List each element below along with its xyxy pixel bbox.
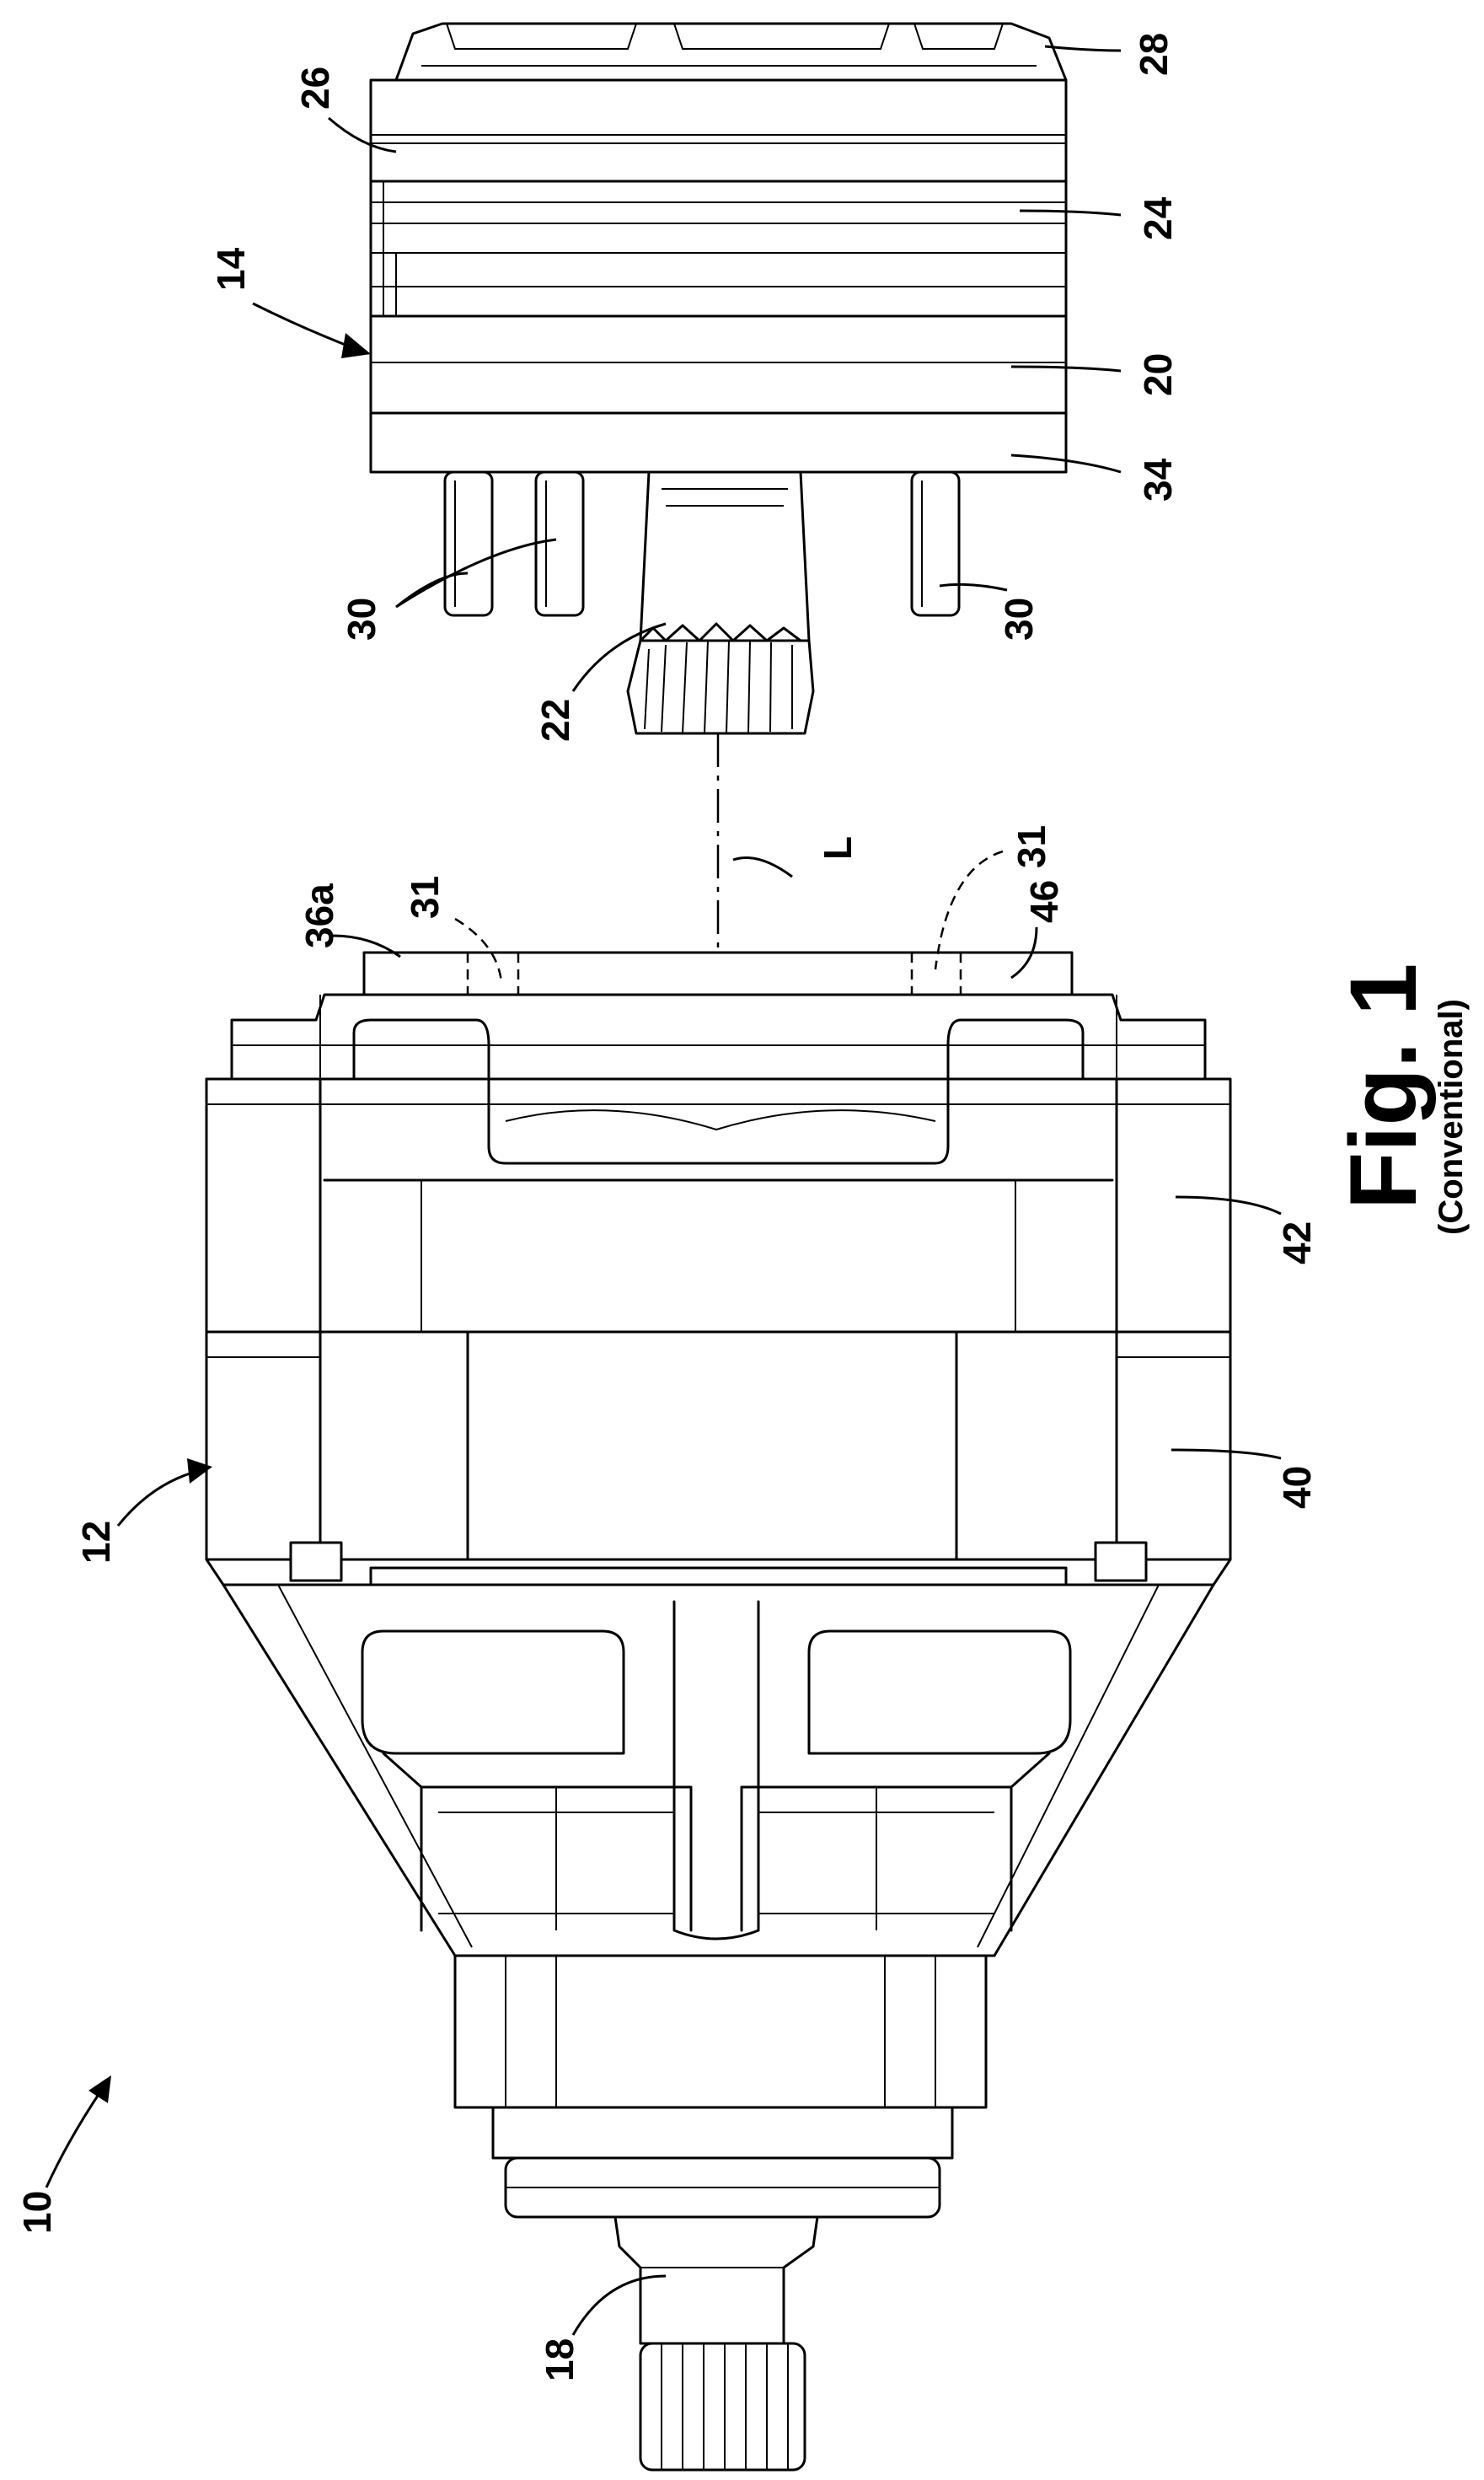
- label-28: 28: [1132, 33, 1176, 76]
- figure-subtitle: (Conventional): [1433, 999, 1470, 1235]
- spline: [640, 2343, 805, 2470]
- band-26: [371, 80, 1066, 181]
- label-34: 34: [1136, 458, 1180, 502]
- gear-case: [223, 1585, 1213, 1956]
- pinion-gear: [628, 641, 813, 733]
- label-18: 18: [538, 2338, 581, 2381]
- label-20: 20: [1136, 353, 1180, 396]
- label-10: 10: [15, 2191, 59, 2234]
- label-36a: 36a: [297, 883, 341, 948]
- top-cap-28: [396, 24, 1066, 80]
- label-31-left: 31: [403, 876, 447, 919]
- label-30-right: 30: [997, 598, 1041, 641]
- plate-46: [364, 953, 1072, 995]
- label-L: L: [816, 836, 860, 860]
- figure-caption: Fig. 1 (Conventional): [1331, 964, 1470, 1235]
- label-42: 42: [1275, 1221, 1319, 1264]
- label-30-left: 30: [340, 598, 383, 641]
- label-40: 40: [1275, 1466, 1319, 1509]
- hub: [455, 1956, 986, 2107]
- body-20: [371, 316, 1066, 413]
- pin-30-4: [912, 472, 959, 615]
- block-42: [206, 1079, 1230, 1332]
- figure-title: Fig. 1: [1331, 964, 1436, 1210]
- label-12: 12: [74, 1521, 118, 1564]
- spindle-18: [615, 2217, 817, 2343]
- base-34: [371, 413, 1066, 472]
- housing-12: [206, 953, 1230, 2470]
- pin-30-2: [536, 472, 583, 615]
- shaft-22: [640, 472, 809, 641]
- label-26: 26: [293, 67, 337, 110]
- label-22: 22: [533, 699, 577, 742]
- module-14: [371, 24, 1066, 733]
- label-31-right: 31: [1010, 825, 1053, 868]
- pin-30-1: [445, 472, 492, 615]
- label-24: 24: [1136, 196, 1180, 240]
- label-46: 46: [1022, 880, 1066, 923]
- block-40: [206, 1332, 1230, 1559]
- label-14: 14: [209, 247, 253, 291]
